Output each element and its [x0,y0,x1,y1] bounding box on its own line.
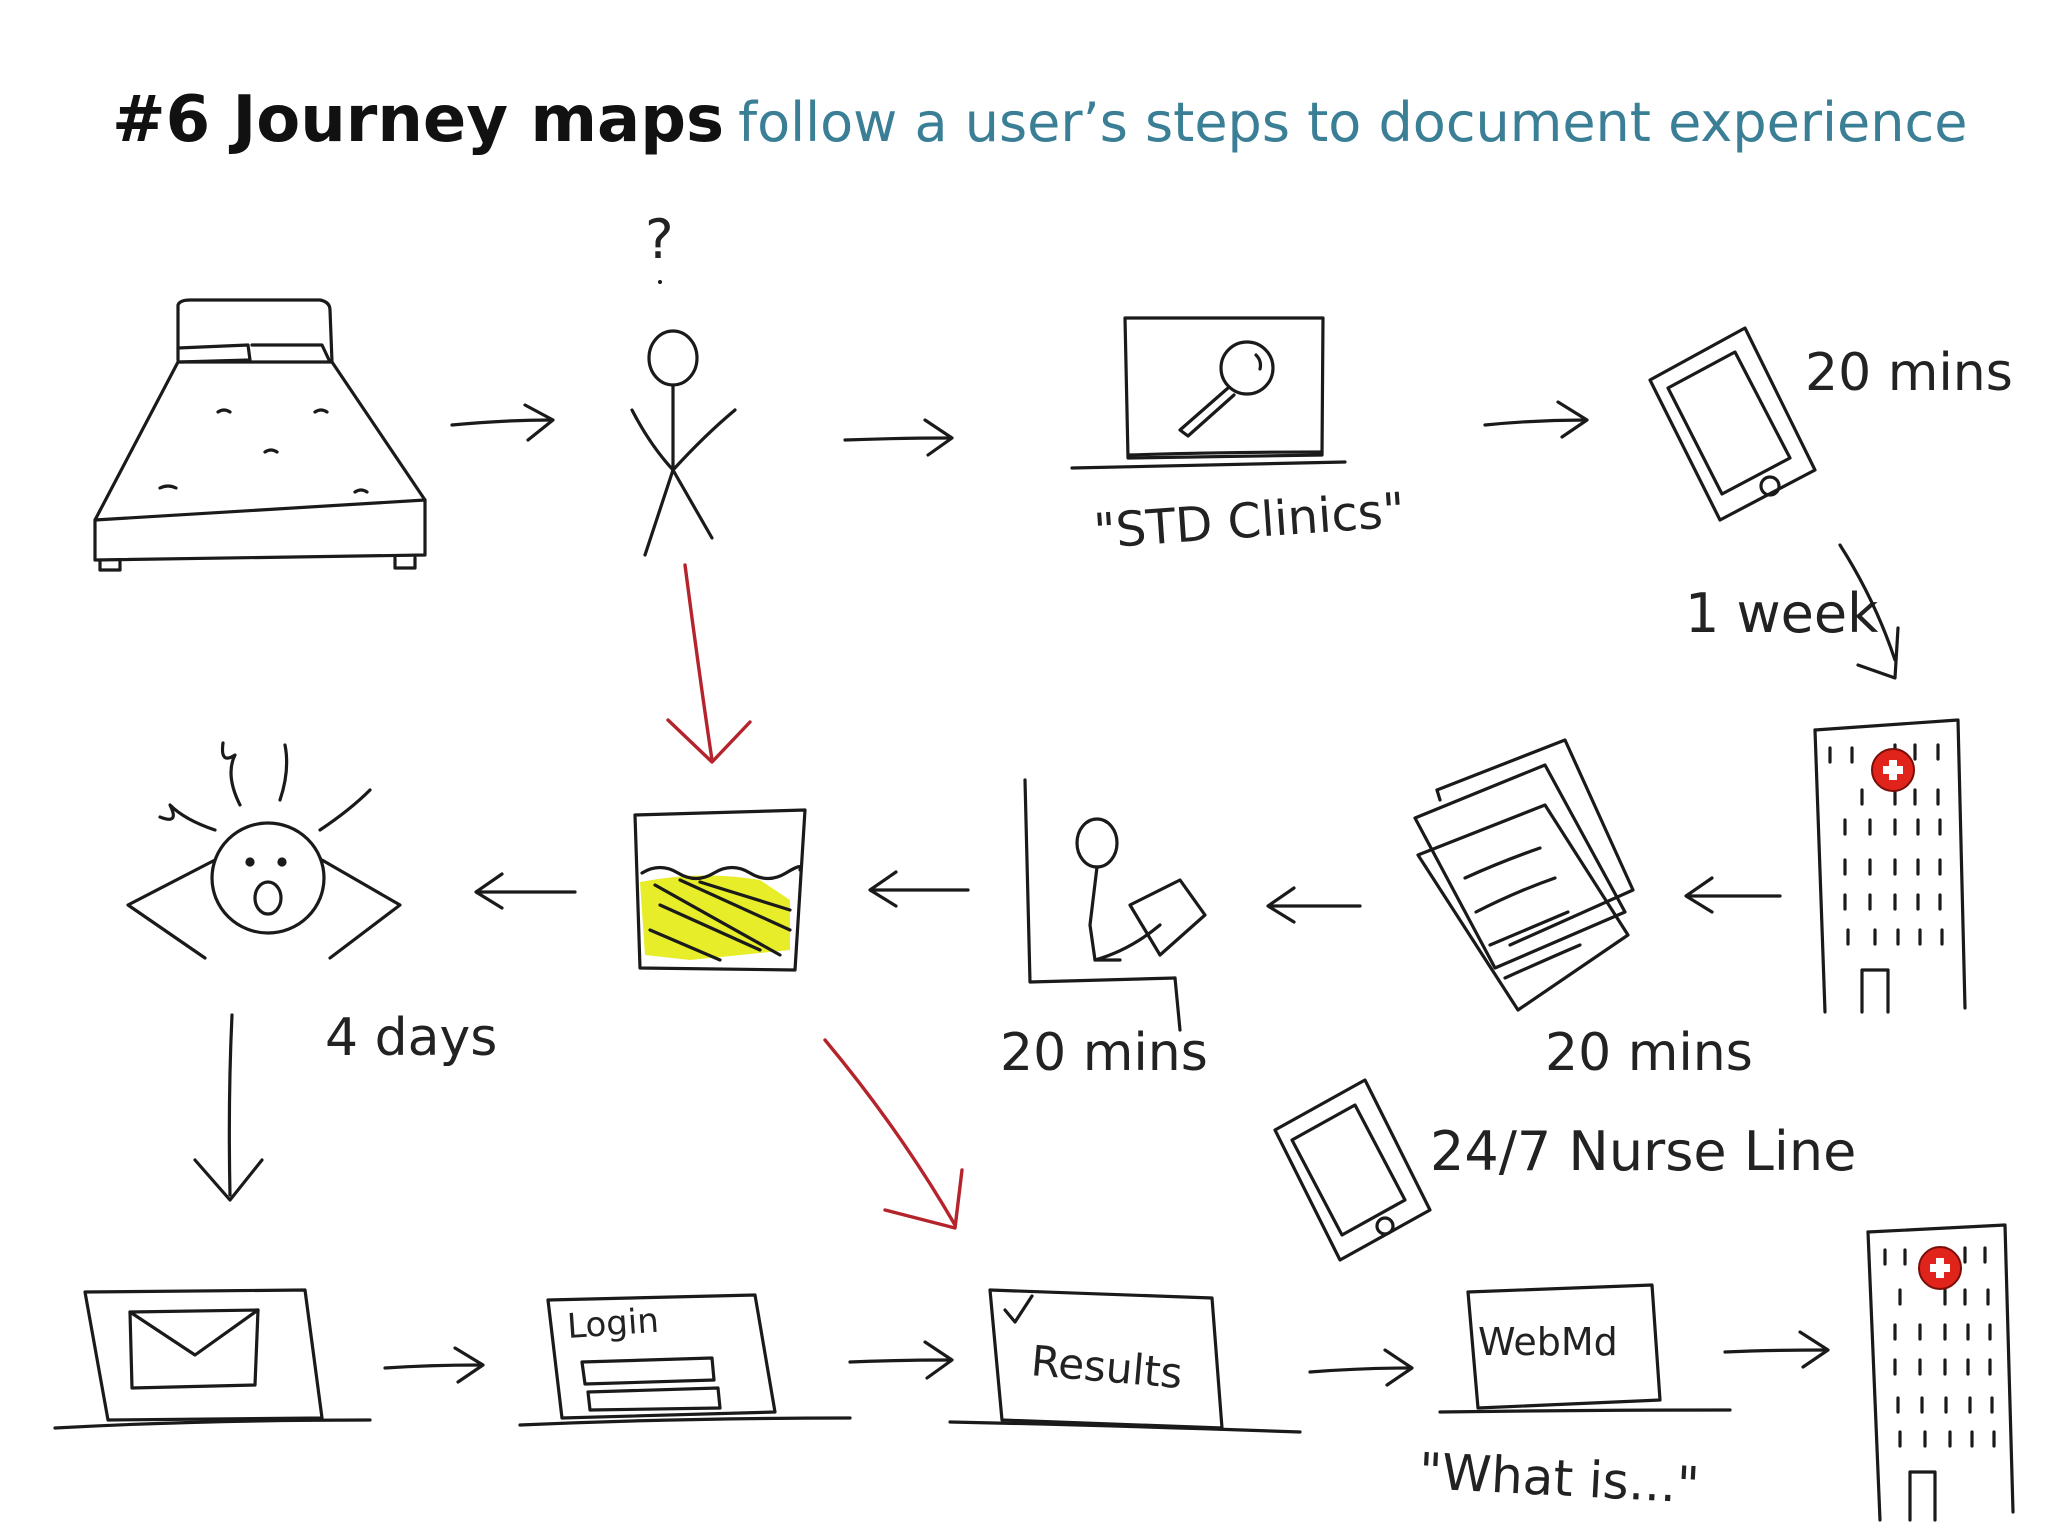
phone-call-time-label: 20 mins [1805,343,2013,403]
title-main: #6 Journey maps [112,83,725,157]
webmd-laptop-icon [1438,1283,1732,1414]
red-arrow-diagonal-icon [823,1038,964,1230]
arrow-right-icon [450,403,555,442]
question-mark: ? [645,208,674,271]
nurse-line-phone-icon [1273,1078,1432,1262]
login-label: Login [566,1301,660,1347]
search-query-label: "STD Clinics" [1092,482,1407,560]
webmd-label: WebMd [1478,1320,1618,1364]
results-label: Results [1029,1336,1184,1398]
test-sample-icon [633,808,807,972]
arrow-right-icon [1483,400,1589,439]
question-dot [658,280,662,284]
paperwork-time-label: 20 mins [1545,1023,1753,1083]
sample-time-label: 20 mins [1000,1023,1208,1083]
arrow-left-icon [474,872,577,910]
red-arrow-down-icon [666,563,752,764]
arrow-right-icon [1308,1348,1414,1387]
nurse-line-label: 24/7 Nurse Line [1430,1120,1856,1183]
arrow-right-icon [848,1340,954,1380]
arrow-left-icon [1684,876,1782,914]
bed-icon [93,298,427,572]
stick-figure-icon [630,329,737,557]
arrow-right-icon [383,1346,485,1384]
laptop-search-icon [1070,316,1347,470]
wait-one-week-label: 1 week [1685,582,1879,645]
arrow-left-icon [868,870,970,908]
hospital-cross-icon [1918,1246,1962,1290]
email-laptop-icon [53,1288,372,1430]
arrow-down-icon [1838,543,1900,680]
title-subtitle: follow a user’s steps to document experi… [738,91,1968,154]
arrow-right-icon [843,418,954,457]
arrow-left-icon [1266,886,1362,924]
arrow-right-icon [1723,1330,1830,1369]
login-laptop-icon [518,1293,852,1427]
panicked-person-icon [126,741,402,960]
arrow-down-icon [193,1013,264,1202]
results-laptop-icon [948,1288,1302,1434]
phone-icon [1648,326,1817,522]
wait-four-days-label: 4 days [325,1008,497,1068]
webmd-query-label: "What is..." [1417,1442,1701,1515]
paperwork-icon [1413,738,1635,1012]
sample-collection-icon [1023,778,1207,1032]
hospital-cross-icon [1871,748,1915,792]
